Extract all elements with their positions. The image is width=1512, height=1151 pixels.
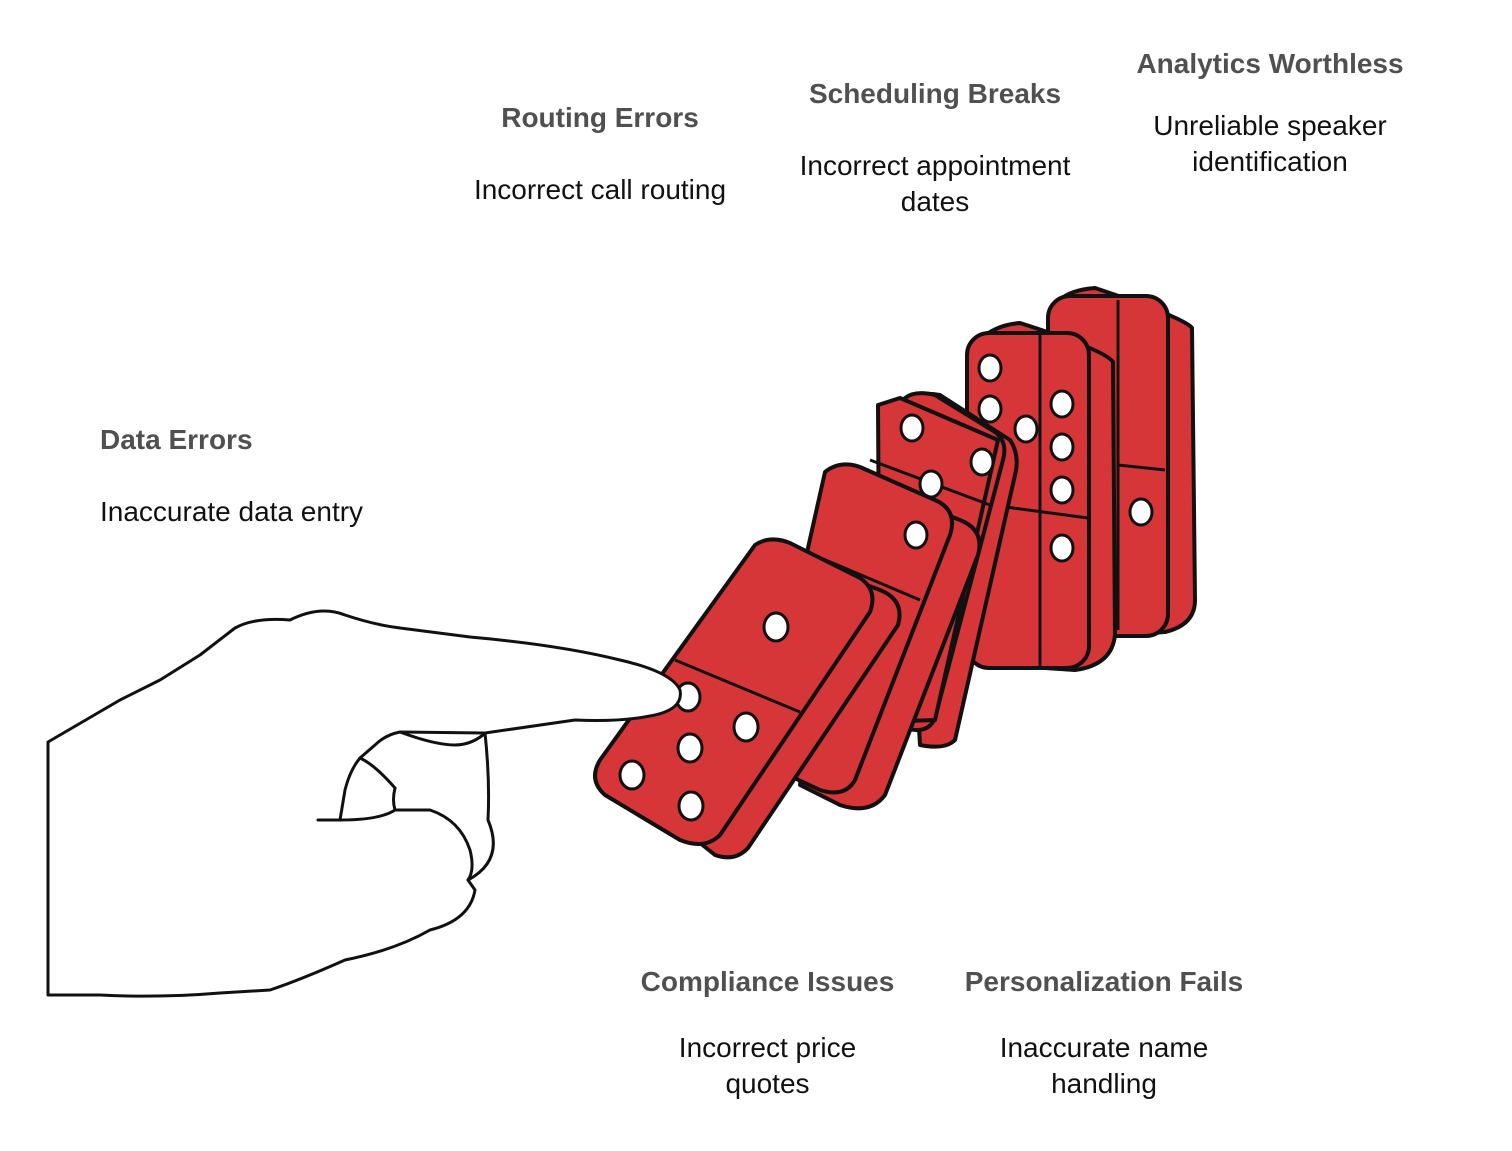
effect-description: Inaccurate data entry <box>100 496 364 527</box>
effect-label-data-errors: Data Errors Inaccurate data entry <box>100 422 480 530</box>
effect-title: Compliance Issues <box>640 966 895 997</box>
effect-description: Incorrect call routing <box>473 174 727 205</box>
domino-icon <box>965 321 1117 672</box>
effect-title: Scheduling Breaks <box>808 78 1062 109</box>
effect-label-analytics-worthless: Analytics Worthless Unreliable speaker i… <box>1135 46 1405 180</box>
effect-description: Unreliable speaker identification <box>1153 110 1387 177</box>
effect-title: Analytics Worthless <box>1136 48 1404 79</box>
effect-title: Personalization Fails <box>964 966 1244 997</box>
pointing-hand-icon <box>46 609 682 998</box>
effect-description: Incorrect price quotes <box>678 1032 857 1099</box>
effect-label-routing-errors: Routing Errors Incorrect call routing <box>440 100 760 208</box>
effect-description: Incorrect appointment dates <box>799 150 1071 217</box>
effect-title: Routing Errors <box>501 102 699 133</box>
domino-icon <box>593 537 902 860</box>
effect-label-compliance-issues: Compliance Issues Incorrect price quotes <box>620 964 915 1102</box>
effect-title: Data Errors <box>100 424 253 455</box>
effect-description: Inaccurate name handling <box>999 1032 1209 1099</box>
effect-label-scheduling-breaks: Scheduling Breaks Incorrect appointment … <box>785 76 1085 220</box>
effect-label-personalization-fails: Personalization Fails Inaccurate name ha… <box>945 964 1263 1102</box>
